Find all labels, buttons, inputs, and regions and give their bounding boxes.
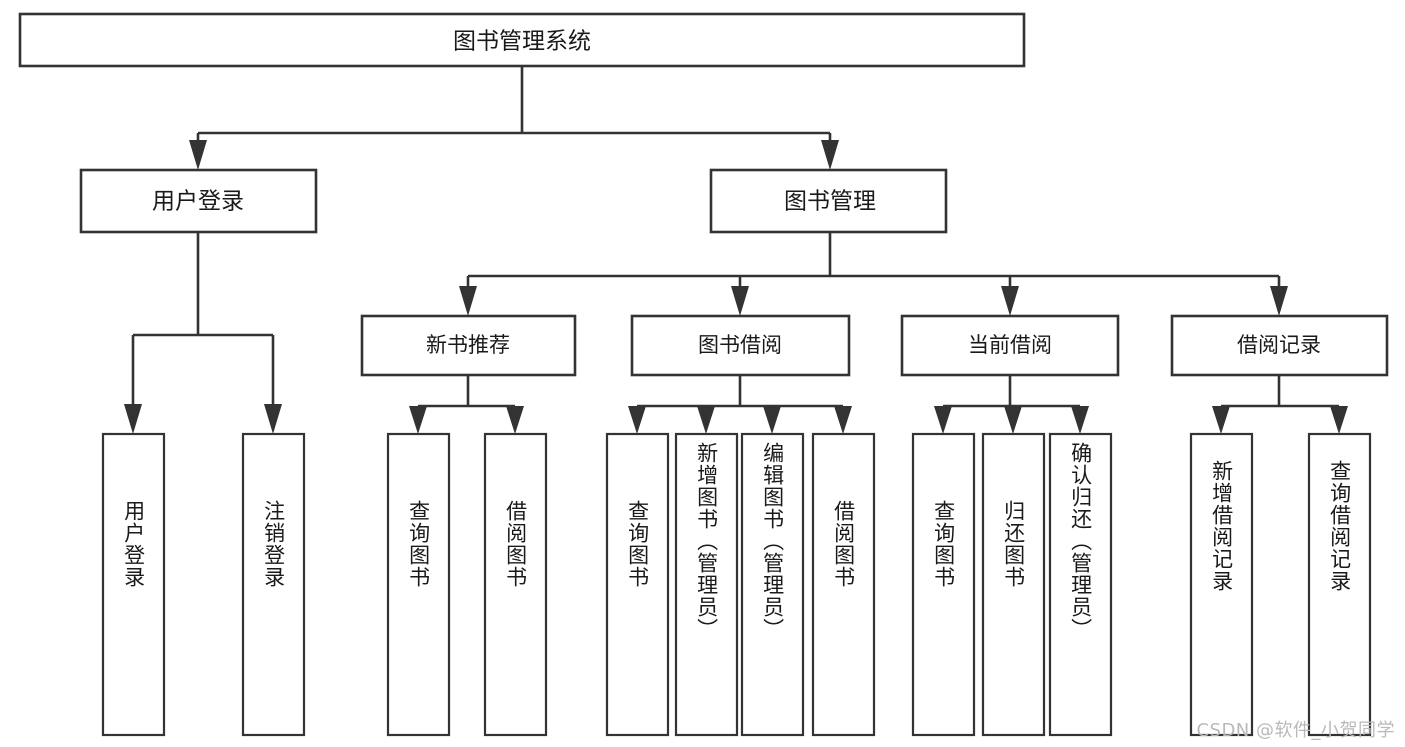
node-borrow-record-rect[interactable]	[1170, 314, 1389, 377]
connector-group-book-borrow	[628, 375, 852, 434]
node-current-borrow-rect[interactable]	[900, 314, 1120, 377]
connector-group-new-book-rec	[409, 375, 524, 434]
leaf-return-book-rect[interactable]	[981, 432, 1046, 737]
node-user-login-label: 用户登录	[152, 189, 244, 215]
arrowhead-leaf-return-book	[1004, 406, 1022, 434]
connector-group-current-borrow	[934, 375, 1089, 434]
arrowhead-leaf-query-book-2	[628, 406, 646, 434]
arrowhead-borrow-record	[1270, 286, 1288, 316]
arrowhead-user-login	[189, 140, 207, 170]
node-current-borrow-label: 当前借阅	[968, 333, 1052, 357]
arrowhead-leaf-logout	[264, 404, 282, 434]
node-root-label: 图书管理系统	[453, 29, 591, 55]
node-borrow-record[interactable]: 借阅记录	[1170, 314, 1389, 377]
leaf-query-book-2-rect[interactable]	[605, 432, 670, 737]
arrowhead-leaf-user-login	[124, 404, 142, 434]
leaf-logout-rect[interactable]	[241, 432, 306, 737]
node-borrow-record-label: 借阅记录	[1237, 333, 1321, 357]
leaf-confirm-return-rect[interactable]	[1048, 432, 1113, 737]
leaf-user-login-rect[interactable]	[101, 432, 166, 737]
leaf-borrow-book-1-rect[interactable]	[483, 432, 548, 737]
connector-group-user-login	[124, 232, 282, 434]
arrowhead-leaf-edit-book	[763, 406, 781, 434]
csdn-watermark: CSDN @软件_小贺同学	[1196, 720, 1395, 741]
leaf-rects	[101, 432, 1372, 737]
leaf-query-record-rect[interactable]	[1307, 432, 1372, 737]
arrowhead-leaf-borrow-book-2	[834, 406, 852, 434]
leaf-query-book-3-rect[interactable]	[911, 432, 976, 737]
node-user-login[interactable]: 用户登录	[79, 168, 318, 234]
node-book-manage[interactable]: 图书管理	[709, 168, 948, 234]
node-book-manage-label: 图书管理	[784, 189, 876, 215]
connector-group-book-manage	[459, 232, 1288, 316]
arrowhead-leaf-confirm-return	[1071, 406, 1089, 434]
node-new-book-rec-label: 新书推荐	[426, 333, 510, 357]
connector-group-borrow-record	[1212, 375, 1348, 434]
leaf-add-book-rect[interactable]	[674, 432, 739, 737]
node-root-rect[interactable]	[18, 12, 1026, 68]
leaf-borrow-book-2-rect[interactable]	[811, 432, 876, 737]
arrowhead-current-borrow	[1001, 286, 1019, 316]
node-user-login-rect[interactable]	[79, 168, 318, 234]
node-current-borrow[interactable]: 当前借阅	[900, 314, 1120, 377]
leaf-edit-book-rect[interactable]	[740, 432, 805, 737]
arrowhead-leaf-query-record	[1330, 406, 1348, 434]
node-book-borrow-rect[interactable]	[630, 314, 851, 377]
node-new-book-rec[interactable]: 新书推荐	[360, 314, 577, 377]
node-book-manage-rect[interactable]	[709, 168, 948, 234]
arrowhead-book-manage	[821, 140, 839, 170]
arrowhead-leaf-query-book-3	[934, 406, 952, 434]
arrowhead-leaf-query-book-1	[409, 406, 427, 434]
arrowhead-leaf-add-record	[1212, 406, 1230, 434]
connector-group-root	[189, 66, 839, 170]
arrowhead-leaf-add-book	[697, 406, 715, 434]
arrowhead-book-borrow	[731, 286, 749, 316]
leaf-query-book-1-rect[interactable]	[386, 432, 451, 737]
arrowhead-new-book-rec	[459, 286, 477, 316]
leaf-add-record-rect[interactable]	[1189, 432, 1254, 737]
arrowhead-leaf-borrow-book-1	[506, 406, 524, 434]
node-root[interactable]: 图书管理系统	[18, 12, 1026, 68]
node-book-borrow[interactable]: 图书借阅	[630, 314, 851, 377]
node-new-book-rec-rect[interactable]	[360, 314, 577, 377]
node-book-borrow-label: 图书借阅	[698, 333, 782, 357]
